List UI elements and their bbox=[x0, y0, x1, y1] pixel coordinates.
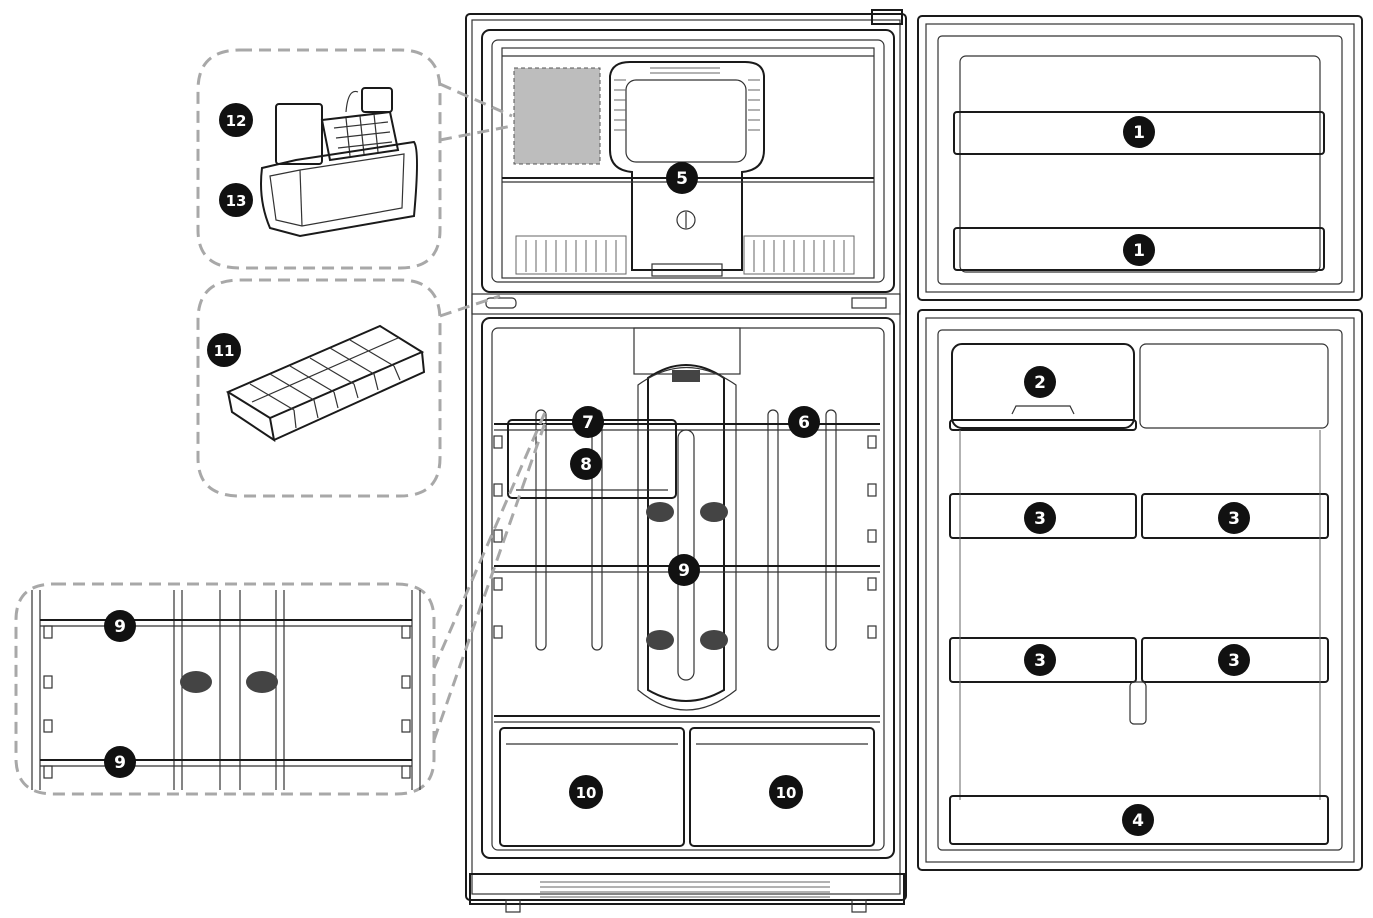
freezer-door bbox=[917, 15, 1363, 301]
fresh-food-compartment bbox=[481, 317, 895, 859]
callout-label: 4 bbox=[1132, 811, 1144, 831]
callout-9-inset-upper: 9 bbox=[104, 610, 136, 642]
callout-label: 3 bbox=[1034, 509, 1046, 529]
callout-11: 11 bbox=[207, 333, 241, 367]
callout-label: 3 bbox=[1228, 509, 1240, 529]
callout-3-c: 3 bbox=[1024, 644, 1056, 676]
callout-4: 4 bbox=[1122, 804, 1154, 836]
callout-9-inset-lower: 9 bbox=[104, 746, 136, 778]
callout-8: 8 bbox=[570, 448, 602, 480]
callout-3-d: 3 bbox=[1218, 644, 1250, 676]
fresh-food-door bbox=[917, 309, 1363, 871]
callout-label: 9 bbox=[114, 753, 126, 773]
callout-label: 9 bbox=[114, 617, 126, 637]
callout-7: 7 bbox=[572, 406, 604, 438]
callout-label: 5 bbox=[676, 169, 688, 189]
callout-label: 8 bbox=[580, 455, 592, 475]
callout-label: 7 bbox=[582, 413, 594, 433]
base-grille bbox=[469, 873, 905, 913]
callout-label: 12 bbox=[226, 112, 247, 130]
center-mullion bbox=[471, 293, 901, 315]
callout-13: 13 bbox=[219, 183, 253, 217]
callout-label: 9 bbox=[678, 561, 690, 581]
callout-12: 12 bbox=[219, 103, 253, 137]
fridge-cabinet bbox=[465, 9, 907, 901]
callout-1-upper: 1 bbox=[1123, 116, 1155, 148]
icemaker-location-shade bbox=[513, 67, 601, 165]
callout-label: 3 bbox=[1034, 651, 1046, 671]
callout-10-right: 10 bbox=[769, 775, 803, 809]
callout-6: 6 bbox=[788, 406, 820, 438]
callout-label: 13 bbox=[226, 192, 247, 210]
shelf-inset bbox=[14, 409, 548, 796]
callout-1-lower: 1 bbox=[1123, 234, 1155, 266]
callout-3-b: 3 bbox=[1218, 502, 1250, 534]
callout-label: 10 bbox=[776, 784, 797, 802]
callout-label: 11 bbox=[214, 342, 235, 360]
callout-label: 1 bbox=[1133, 241, 1145, 261]
callout-10-left: 10 bbox=[569, 775, 603, 809]
callout-2: 2 bbox=[1024, 366, 1056, 398]
ice-tray-icon bbox=[225, 324, 426, 443]
callout-label: 1 bbox=[1133, 123, 1145, 143]
callout-9: 9 bbox=[668, 554, 700, 586]
ice-tray-inset bbox=[196, 278, 501, 498]
callout-label: 10 bbox=[576, 784, 597, 802]
callout-label: 6 bbox=[798, 413, 810, 433]
callout-5: 5 bbox=[666, 162, 698, 194]
callout-3-a: 3 bbox=[1024, 502, 1056, 534]
callout-label: 3 bbox=[1228, 651, 1240, 671]
callout-label: 2 bbox=[1034, 373, 1046, 393]
icemaker-icon bbox=[260, 87, 418, 238]
icemaker-inset bbox=[196, 48, 513, 270]
freezer-compartment bbox=[481, 29, 895, 293]
